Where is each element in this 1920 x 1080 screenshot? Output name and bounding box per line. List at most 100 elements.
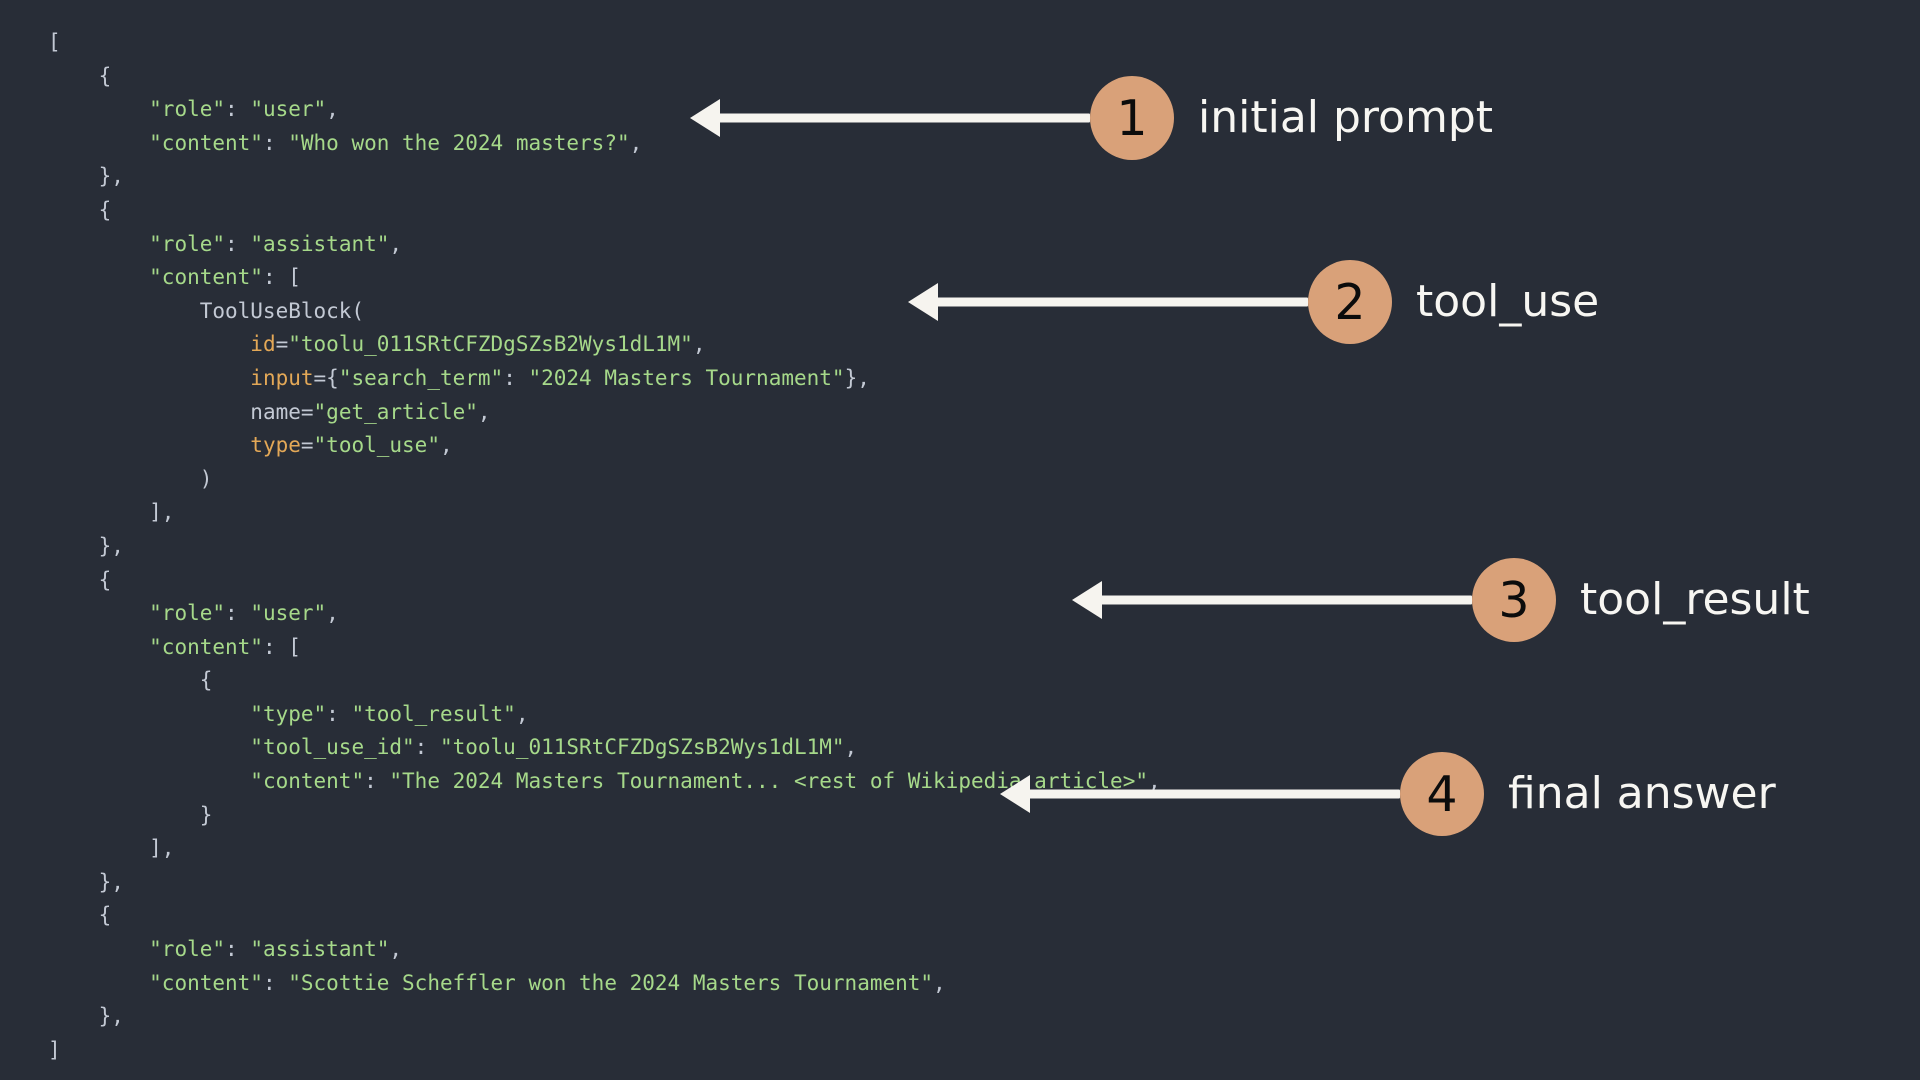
code-token: ) [199,466,213,491]
code-line: } [48,799,1161,833]
code-token: "assistant" [250,937,390,962]
code-token: , [326,97,339,122]
code-token: = [300,399,314,424]
code-token: ] [48,1037,61,1062]
code-token: { [98,63,112,88]
code-token: "role" [149,97,226,122]
arrow-head [908,283,938,321]
code-token: , [389,937,403,962]
code-line: name="get_article", [48,396,1161,430]
code-line: ], [48,496,1161,530]
code-token: "content" [149,634,263,659]
code-token: , [326,601,339,626]
code-token: }, [98,869,124,894]
arrow-shaft [716,113,1090,123]
code-line: [ [48,26,1161,60]
code-token: = [300,433,314,458]
code-token: : [225,937,251,962]
code-token: "toolu_011SRtCFZDgSZsB2Wys1dL1M" [288,332,693,357]
code-token: "tool_use_id" [250,735,415,760]
code-line: { [48,899,1161,933]
code-line: "role": "assistant", [48,933,1161,967]
arrow-shaft [934,297,1308,307]
code-line: input={"search_term": "2024 Masters Tour… [48,362,1161,396]
code-token: input [250,365,314,390]
code-token: "content" [149,130,263,155]
code-token: [ [48,30,61,54]
code-token: "role" [149,601,226,626]
code-token: "tool_result" [351,701,516,726]
code-line: ] [48,1034,1161,1068]
code-line: }, [48,530,1161,564]
code-token: "2024 Masters Tournament" [528,365,845,390]
code-line: ToolUseBlock( [48,295,1161,329]
code-line: { [48,664,1161,698]
code-token: , [692,332,706,357]
code-token: : [414,735,440,760]
code-line: "content": "Scottie Scheffler won the 20… [48,967,1161,1001]
code-line: "content": [ [48,631,1161,665]
code-token: "Scottie Scheffler won the 2024 Masters … [288,970,934,995]
callout-label: initial prompt [1198,92,1494,143]
code-line: { [48,564,1161,598]
code-line: }, [48,160,1161,194]
code-token: ], [149,836,175,861]
step-badge: 4 [1400,752,1484,836]
code-token: name [250,399,301,424]
arrow-head [1000,775,1030,813]
code-token: "toolu_011SRtCFZDgSZsB2Wys1dL1M" [439,735,845,760]
code-block: [ { "role": "user", "content": "Who won … [48,26,1161,1067]
code-token: "role" [149,231,226,256]
code-token: "The 2024 Masters Tournament... <rest of… [389,769,1148,794]
arrow-left-icon [1072,581,1472,619]
arrow-left-icon [908,283,1308,321]
code-token: , [515,701,529,726]
step-badge: 1 [1090,76,1174,160]
code-line: "role": "user", [48,93,1161,127]
code-line: ) [48,463,1161,497]
code-token: , [389,231,403,256]
code-token: ={ [313,365,339,390]
code-token: , [1147,769,1161,794]
code-token: , [439,433,453,458]
code-token: type [250,433,301,458]
code-token: "user" [250,601,327,626]
code-token: : [225,231,251,256]
code-token: "assistant" [250,231,390,256]
code-token: : [326,701,352,726]
code-token: : [364,769,390,794]
code-line: type="tool_use", [48,429,1161,463]
code-line: id="toolu_011SRtCFZDgSZsB2Wys1dL1M", [48,328,1161,362]
code-token: : [262,130,289,155]
code-line: "content": "The 2024 Masters Tournament.… [48,765,1161,799]
code-token: : [262,265,289,290]
code-token: }, [98,533,124,558]
code-token: [ [288,634,301,659]
code-token: { [98,197,112,222]
code-token: "content" [149,970,263,995]
code-token: : [503,365,529,390]
code-token: "type" [250,701,327,726]
code-token: : [225,601,251,626]
code-line: "role": "assistant", [48,228,1161,262]
code-token: id [250,332,276,357]
arrow-left-icon [1000,775,1400,813]
code-line: }, [48,866,1161,900]
code-token: { [98,567,112,592]
code-token: , [933,970,946,995]
step-badge: 2 [1308,260,1392,344]
code-line: "content": [ [48,261,1161,295]
code-token: "search_term" [338,365,504,390]
code-token: } [199,802,213,827]
arrow-head [1072,581,1102,619]
code-token: "content" [250,769,365,794]
code-token: , [477,399,491,424]
step-badge: 3 [1472,558,1556,642]
code-token: : [262,970,289,995]
code-line: { [48,194,1161,228]
code-token: : [225,97,251,122]
arrow-left-icon [690,99,1090,137]
arrow-shaft [1098,595,1472,605]
code-token: , [844,735,858,760]
